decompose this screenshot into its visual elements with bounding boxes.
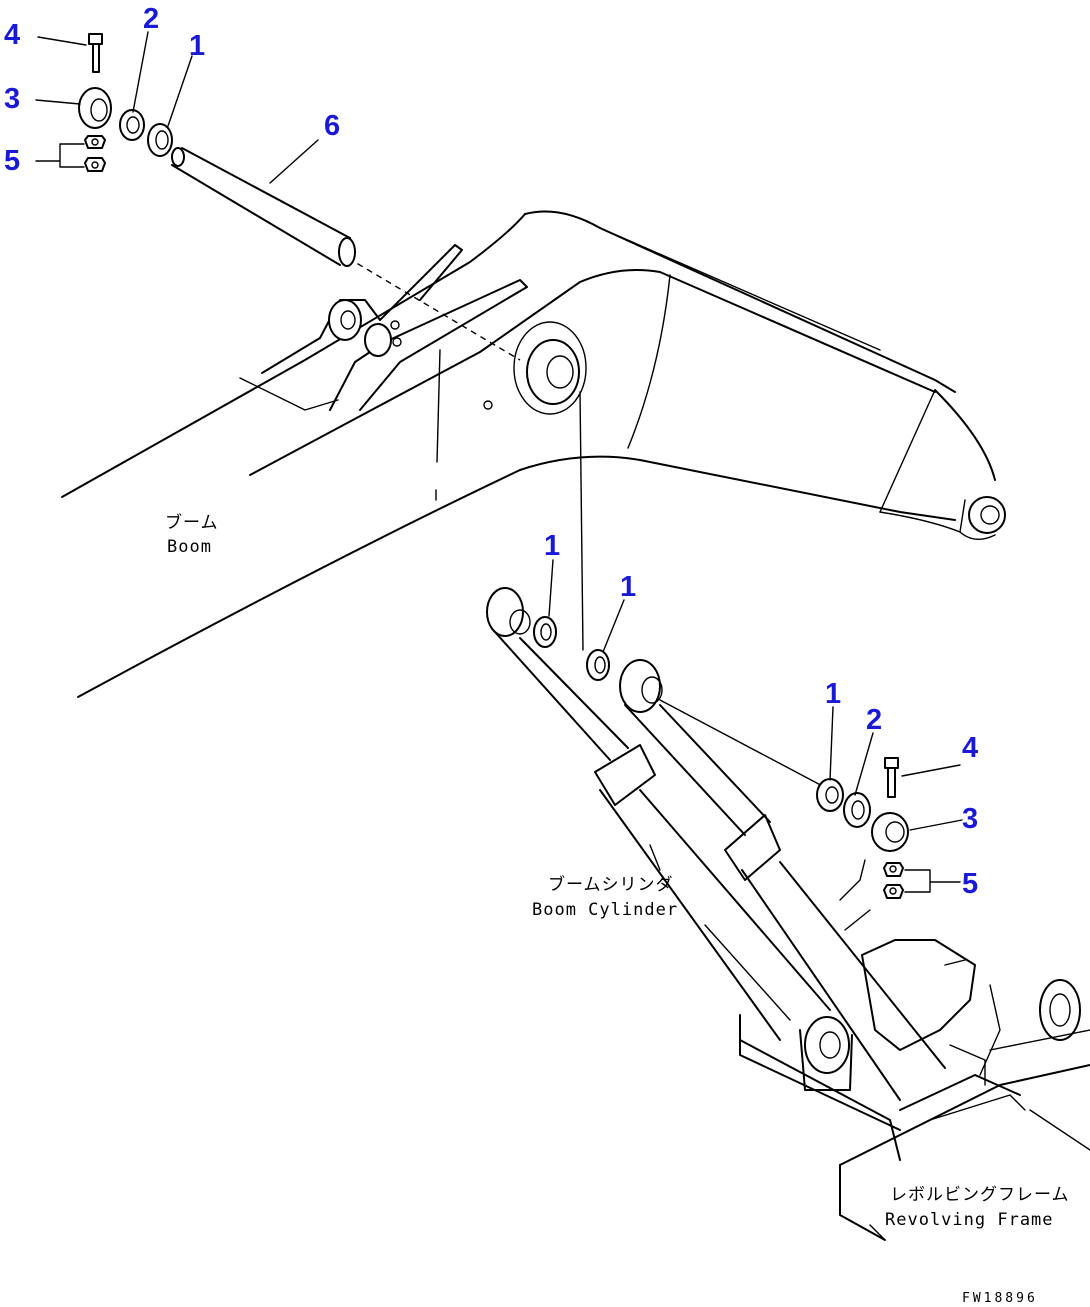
pin-axis-down — [579, 391, 584, 651]
boom-foot-bracket — [261, 244, 528, 411]
boom — [61, 210, 1006, 698]
leader-lines — [35, 31, 963, 1241]
label-cylinder-en: Boom Cylinder — [532, 900, 678, 920]
part-labels: ブーム Boom ブームシリンダ Boom Cylinder レボルビングフレー… — [165, 512, 1070, 1306]
revolving-frame — [739, 859, 1090, 1241]
callout-r-3: 3 — [962, 803, 978, 835]
boom-cylinder-right — [586, 649, 946, 1101]
callout-r-5: 5 — [962, 868, 978, 900]
hardware-top-left — [78, 33, 173, 172]
callout-tl-5: 5 — [4, 145, 20, 177]
callout-tl-1: 1 — [189, 30, 205, 62]
callout-tl-6: 6 — [324, 110, 340, 142]
hardware-right — [816, 757, 909, 899]
pin-part-6 — [171, 147, 356, 267]
callout-mid-1a: 1 — [544, 530, 560, 562]
label-frame-en: Revolving Frame — [885, 1210, 1054, 1230]
callout-tl-4: 4 — [4, 19, 20, 51]
boom-cylinder-left — [486, 587, 831, 1041]
label-boom-jp: ブーム — [165, 512, 219, 533]
callout-r-2: 2 — [866, 704, 882, 736]
label-frame-jp: レボルビングフレーム — [890, 1185, 1070, 1205]
callout-r-4: 4 — [962, 732, 978, 764]
callout-r-1: 1 — [825, 678, 841, 710]
label-cylinder-jp: ブームシリンダ — [548, 874, 674, 895]
callout-tl-3: 3 — [4, 83, 20, 115]
drawing-code: FW18896 — [962, 1291, 1038, 1306]
boom-pin-boss — [513, 321, 587, 415]
callout-tl-2: 2 — [143, 3, 159, 35]
callout-mid-1b: 1 — [620, 571, 636, 603]
callouts: 4 2 1 3 5 6 1 1 1 2 4 3 5 — [4, 3, 978, 900]
pin-axis-line — [347, 257, 521, 361]
label-boom-en: Boom — [167, 537, 212, 557]
